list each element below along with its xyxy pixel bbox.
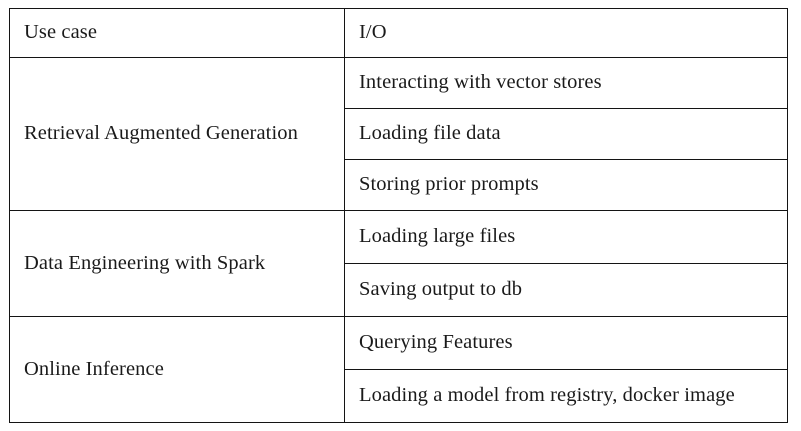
table-body: Use case I/O Retrieval Augmented Generat… [9, 8, 788, 423]
group-label-data-engineering-with-spark: Data Engineering with Spark [9, 210, 345, 317]
io-cell: Loading a model from registry, docker im… [344, 369, 788, 423]
io-cell: Loading file data [344, 108, 788, 160]
table-row: Retrieval Augmented Generation Interacti… [9, 57, 788, 211]
table-row: Loading a model from registry, docker im… [10, 369, 788, 423]
group-label-online-inference: Online Inference [9, 316, 345, 423]
table-header-row: Use case I/O [9, 8, 788, 58]
io-cell: Querying Features [344, 316, 788, 370]
header-cell-use-case: Use case [9, 8, 345, 58]
table-row: Storing prior prompts [10, 159, 788, 211]
io-cell: Saving output to db [344, 263, 788, 317]
io-cell: Storing prior prompts [344, 159, 788, 211]
table-row: Data Engineering with Spark Loading larg… [9, 210, 788, 317]
group-label-retrieval-augmented-generation: Retrieval Augmented Generation [9, 57, 345, 211]
table-row: Online Inference Querying Features [9, 316, 788, 423]
header-cell-io: I/O [344, 8, 788, 58]
table-row: Loading file data [10, 108, 788, 160]
io-cell: Loading large files [344, 210, 788, 264]
use-case-io-table: Use case I/O Retrieval Augmented Generat… [9, 8, 788, 423]
table-container: Use case I/O Retrieval Augmented Generat… [9, 8, 788, 423]
io-cell: Interacting with vector stores [344, 57, 788, 109]
